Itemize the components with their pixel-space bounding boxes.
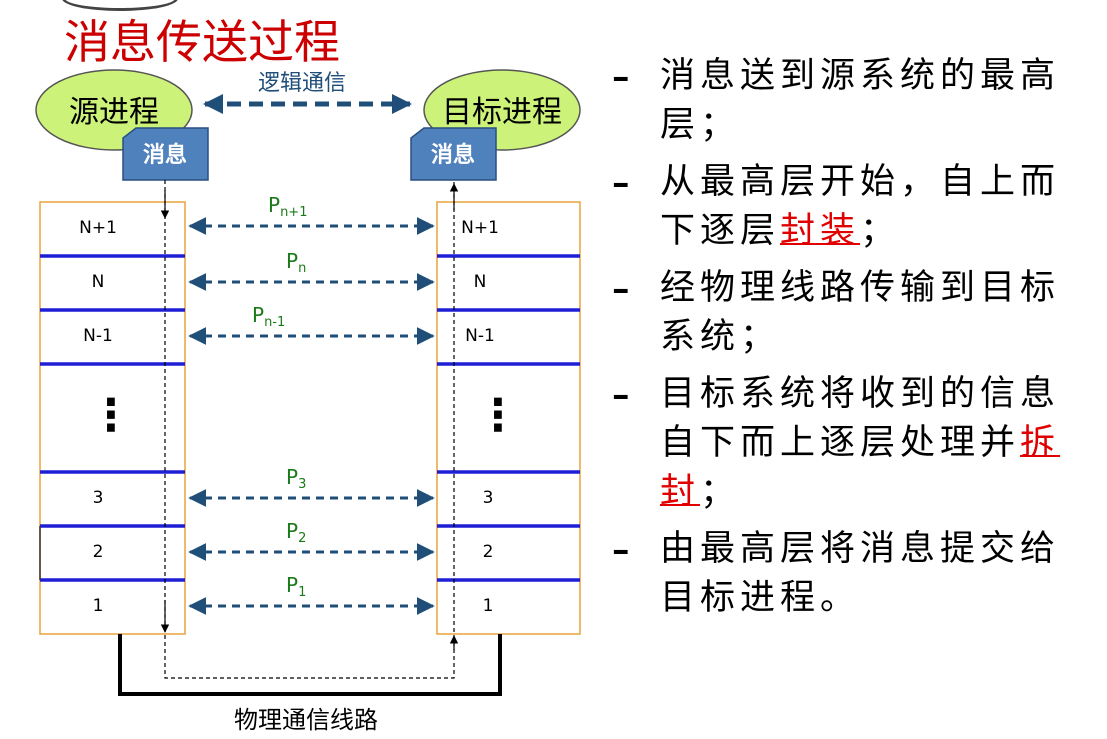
physical-line-label: 物理通信线路 [234,706,378,734]
target-process-label: 目标进程 [442,95,562,130]
source-layer-label: 1 [93,596,104,616]
target-stack [436,201,581,635]
step-dash: – [612,162,630,203]
source-message-box [122,127,209,181]
protocol-label-pn-1: Pn-1 [252,303,285,330]
source-layer-label: N [92,272,105,292]
data-flow-path [164,180,455,679]
step-text-part: 从最高层开始，自上而下逐层 [660,162,1061,251]
protocol-label-p2: P2 [286,519,306,546]
step-text: 目标系统将收到的信息自下而上逐层处理并拆封； [660,374,1060,512]
step-text-part: ； [860,211,901,251]
source-layer-label: 2 [93,542,104,562]
target-layer-label: 2 [483,542,494,562]
step-text-part: 由最高层将消息提交给目标进程。 [660,529,1061,618]
target-layer-label: N-1 [465,326,495,346]
step-item: –经物理线路传输到目标系统； [612,264,1082,362]
target-layer-label: 1 [483,596,494,616]
target-layer-label: 3 [483,488,494,508]
step-dash: – [612,374,630,415]
target-message-box [410,127,497,181]
target-layer-ellipsis: ⋮ [476,390,520,441]
target-message-label: 消息 [431,142,475,168]
source-layer-label: 3 [93,488,104,508]
step-text: 消息送到源系统的最高层； [660,56,1060,145]
step-dash: – [612,529,630,570]
step-item: –消息送到源系统的最高层； [612,52,1082,150]
source-process-label: 源进程 [69,95,159,130]
target-layer-label: N+1 [461,218,499,238]
source-layer-label: N-1 [83,326,113,346]
step-text-part: 目标系统将收到的信息自下而上逐层处理并 [660,374,1061,463]
protocol-label-pn1: Pn+1 [268,193,307,220]
target-layer-label: N [474,272,487,292]
step-text-part: 经物理线路传输到目标系统； [660,268,1061,357]
step-text: 经物理线路传输到目标系统； [660,268,1060,357]
protocol-stack-diagram: 源进程 目标进程 逻辑通信 消息 消息 N+1 N N-1 ⋮ 3 2 1 N+… [35,69,581,734]
protocol-label-p1: P1 [286,573,306,600]
step-dash: – [612,56,630,97]
source-message-label: 消息 [143,142,187,168]
source-layer-ellipsis: ⋮ [89,390,133,441]
step-dash: – [612,268,630,309]
step-list: –消息送到源系统的最高层；–从最高层开始，自上而下逐层封装；–经物理线路传输到目… [612,52,1082,631]
step-item: –从最高层开始，自上而下逐层封装； [612,158,1082,256]
protocol-label-p3: P3 [286,465,306,492]
source-layer-label: N+1 [79,218,117,238]
step-highlight: 封装 [780,211,861,251]
page-title: 消息传送过程 [64,15,340,69]
step-text: 从最高层开始，自上而下逐层封装； [660,162,1060,251]
physical-line [118,634,502,696]
step-text-part: ； [700,472,741,512]
step-text: 由最高层将消息提交给目标进程。 [660,529,1060,618]
step-item: –目标系统将收到的信息自下而上逐层处理并拆封； [612,370,1082,517]
step-text-part: 消息送到源系统的最高层； [660,56,1061,145]
source-stack [39,201,186,635]
step-highlight: 拆封 [660,423,1061,512]
protocol-label-pn: Pn [286,249,306,276]
logical-comm-label: 逻辑通信 [258,71,346,96]
layer-dividers [40,254,580,582]
step-item: –由最高层将消息提交给目标进程。 [612,525,1082,623]
